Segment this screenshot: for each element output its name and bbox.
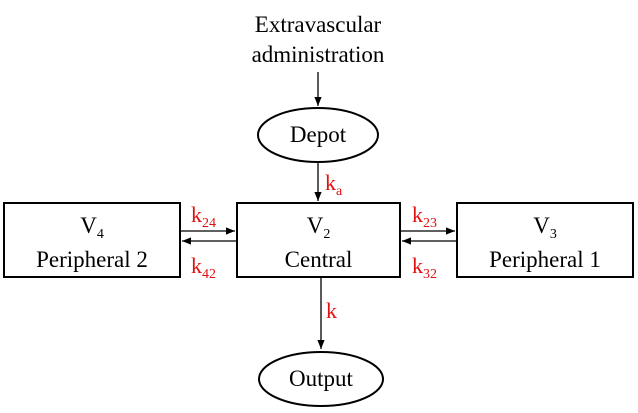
peripheral-2-text: V4 Peripheral 2 xyxy=(4,211,180,275)
rate-k24: k24 xyxy=(191,202,216,231)
central-label: Central xyxy=(284,247,353,272)
depot-label: Depot xyxy=(289,122,347,147)
peripheral-2-volume: V4 xyxy=(80,213,104,242)
rate-ka: ka xyxy=(325,170,343,199)
peripheral-1-volume: V3 xyxy=(533,213,557,242)
peripheral-1-text: V3 Peripheral 1 xyxy=(457,211,633,275)
rate-k: k xyxy=(326,298,337,323)
central-box xyxy=(236,202,401,278)
peripheral-1-label: Peripheral 1 xyxy=(489,247,601,272)
input-line-2: administration xyxy=(251,42,385,67)
peripheral-2-box xyxy=(3,202,181,278)
rate-k32: k32 xyxy=(412,253,437,282)
input-line-1: Extravascular xyxy=(254,12,382,37)
output-label: Output xyxy=(289,366,353,391)
peripheral-1-box xyxy=(456,202,634,278)
input-label: Extravascular administration xyxy=(218,10,418,70)
central-volume: V2 xyxy=(306,213,331,242)
output-ellipse xyxy=(258,351,384,407)
central-text: V2 Central xyxy=(237,211,400,275)
depot-ellipse xyxy=(257,107,379,163)
peripheral-2-label: Peripheral 2 xyxy=(36,247,148,272)
rate-k23: k23 xyxy=(412,202,437,231)
rate-k42: k42 xyxy=(191,253,216,282)
